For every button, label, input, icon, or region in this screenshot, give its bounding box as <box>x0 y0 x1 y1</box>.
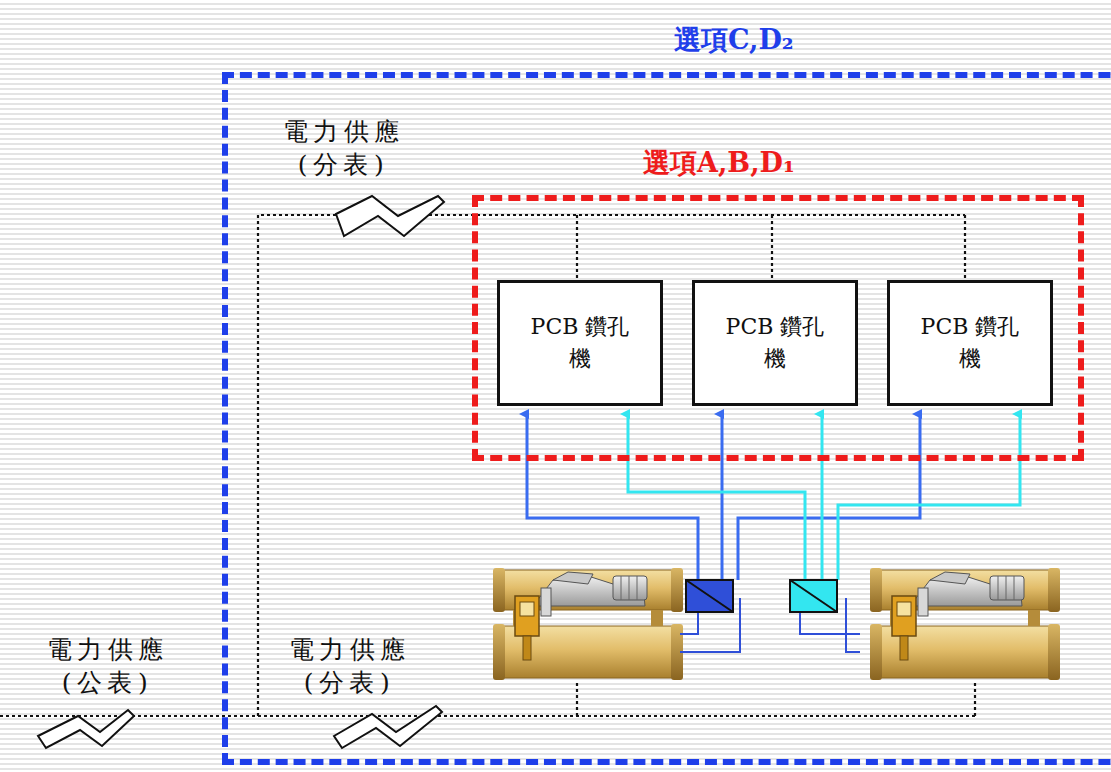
meter-symbol <box>38 196 444 748</box>
cooling-water-pipe <box>628 414 1020 580</box>
power-label: 電力供應 (分表) <box>276 116 411 181</box>
power-wiring <box>0 215 975 716</box>
machine-label: PCB 鑽孔機 <box>724 311 825 375</box>
machine-box: PCB 鑽孔機 <box>887 280 1053 406</box>
region-heading: 選項A,B,D₁ <box>643 145 795 181</box>
machine-box: PCB 鑽孔機 <box>692 280 858 406</box>
machine-box: PCB 鑽孔機 <box>497 280 663 406</box>
chiller-unit <box>493 568 683 680</box>
inner-boundary: 選項A,B,D₁PCB 鑽孔機PCB 鑽孔機PCB 鑽孔機 <box>472 195 1084 461</box>
power-label: 電力供應 (公表) <box>40 634 175 699</box>
power-label: 電力供應 (分表) <box>282 634 417 699</box>
chilled-water-pipe <box>527 414 920 580</box>
chiller-unit <box>870 568 1060 680</box>
machine-label: PCB 鑽孔機 <box>919 311 1020 375</box>
region-heading: 選項C,D₂ <box>674 22 794 58</box>
machine-label: PCB 鑽孔機 <box>529 311 630 375</box>
heat-exchanger <box>686 580 837 612</box>
